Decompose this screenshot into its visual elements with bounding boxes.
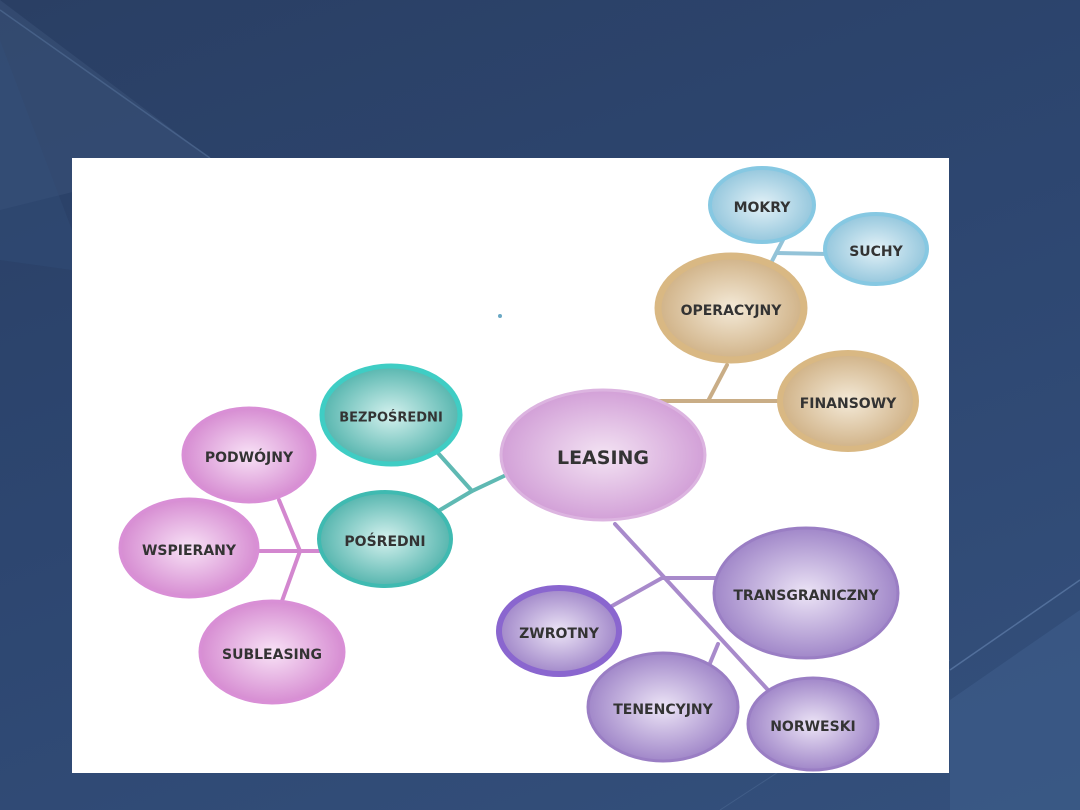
node-suchy-label: SUCHY bbox=[849, 244, 903, 260]
node-finansowy-label: FINANSOWY bbox=[800, 396, 897, 412]
connector-leasing-posredni bbox=[438, 489, 474, 512]
node-operacyjny-label: OPERACYJNY bbox=[681, 303, 783, 319]
node-podwojny[interactable]: PODWÓJNY bbox=[181, 406, 317, 504]
node-posredni[interactable]: POŚREDNI bbox=[317, 490, 453, 588]
mind-map: MOKRY SUCHY OPERACYJNY FINANSOWY LEASING… bbox=[118, 166, 929, 772]
node-finansowy[interactable]: FINANSOWY bbox=[777, 350, 919, 452]
node-mokry-label: MOKRY bbox=[734, 200, 792, 216]
node-podwojny-label: PODWÓJNY bbox=[205, 448, 294, 466]
node-norweski-label: NORWESKI bbox=[770, 719, 856, 735]
node-bezposredni[interactable]: BEZPOŚREDNI bbox=[319, 363, 463, 467]
node-zwrotny-label: ZWROTNY bbox=[519, 626, 600, 642]
connector-leasing-purple-branch bbox=[613, 522, 770, 692]
node-tenencyjny[interactable]: TENENCYJNY bbox=[586, 651, 740, 763]
node-norweski[interactable]: NORWESKI bbox=[746, 676, 880, 772]
node-leasing[interactable]: LEASING bbox=[499, 388, 707, 522]
node-bezposredni-label: BEZPOŚREDNI bbox=[339, 410, 443, 426]
node-subleasing-label: SUBLEASING bbox=[222, 647, 322, 663]
decorative-dot bbox=[498, 314, 502, 318]
node-subleasing[interactable]: SUBLEASING bbox=[198, 599, 346, 705]
node-wspierany-label: WSPIERANY bbox=[142, 543, 237, 559]
node-transgraniczny[interactable]: TRANSGRANICZNY bbox=[712, 526, 900, 660]
connectors bbox=[258, 236, 830, 692]
node-zwrotny[interactable]: ZWROTNY bbox=[496, 585, 622, 677]
node-posredni-label: POŚREDNI bbox=[344, 532, 425, 550]
node-wspierany[interactable]: WSPIERANY bbox=[118, 497, 260, 599]
node-tenencyjny-label: TENENCYJNY bbox=[613, 702, 713, 718]
connector-leasing-bezposredni bbox=[436, 451, 506, 494]
node-mokry[interactable]: MOKRY bbox=[708, 166, 816, 244]
connector-operacyjny-suchy bbox=[775, 251, 830, 256]
connector-leasing-operacyjny bbox=[658, 363, 729, 403]
node-transgraniczny-label: TRANSGRANICZNY bbox=[733, 588, 879, 604]
diagram-panel: MOKRY SUCHY OPERACYJNY FINANSOWY LEASING… bbox=[72, 158, 949, 773]
node-leasing-label: LEASING bbox=[557, 447, 649, 469]
connector-operacyjny-mokry bbox=[769, 236, 786, 265]
connector-zwrotny-transgraniczny bbox=[610, 576, 717, 608]
node-suchy[interactable]: SUCHY bbox=[823, 212, 929, 286]
connector-posredni-children bbox=[258, 498, 322, 603]
node-operacyjny[interactable]: OPERACYJNY bbox=[654, 252, 808, 364]
